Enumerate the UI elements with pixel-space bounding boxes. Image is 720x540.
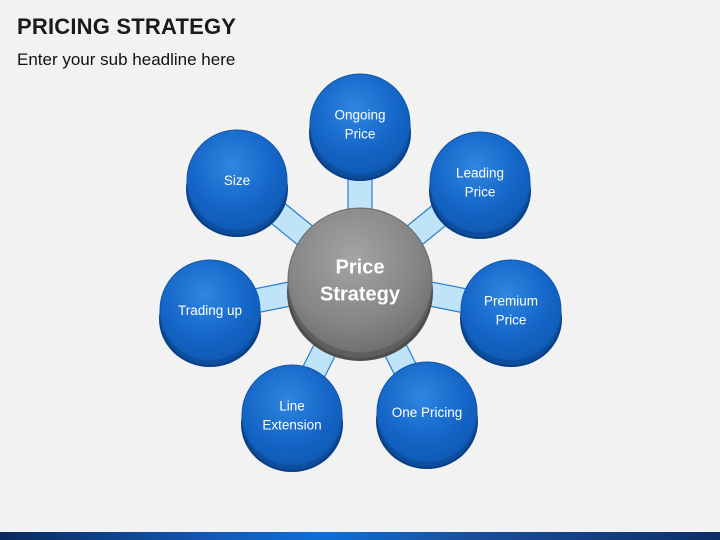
node-face xyxy=(186,129,288,231)
node-label: One Pricing xyxy=(392,405,463,420)
node-face xyxy=(241,364,343,466)
node-face xyxy=(429,131,531,233)
footer-bar xyxy=(0,532,720,540)
node-label: Price xyxy=(496,313,527,328)
nodes: OngoingPriceLeadingPricePremiumPriceOne … xyxy=(159,73,562,472)
node-face xyxy=(460,259,562,361)
node-face xyxy=(376,361,478,463)
node-face xyxy=(159,259,261,361)
hub-face xyxy=(287,207,433,353)
node-label: Size xyxy=(224,173,250,188)
slide-title: PRICING STRATEGY xyxy=(17,14,237,39)
node-label: Premium xyxy=(484,294,538,309)
node-label: Leading xyxy=(456,166,504,181)
node-label: Price xyxy=(345,127,376,142)
node-label: Ongoing xyxy=(334,108,385,123)
node-face xyxy=(309,73,411,175)
slide-subtitle: Enter your sub headline here xyxy=(17,50,236,69)
hub-label: Strategy xyxy=(320,284,401,306)
node-trading-up: Trading up xyxy=(159,259,261,367)
node-one-pricing: One Pricing xyxy=(376,361,478,469)
node-label: Trading up xyxy=(178,303,242,318)
node-size: Size xyxy=(186,129,288,237)
node-label: Price xyxy=(465,185,496,200)
hub-label: Price xyxy=(336,257,385,279)
node-label: Extension xyxy=(262,418,321,433)
node-label: Line xyxy=(279,399,305,414)
